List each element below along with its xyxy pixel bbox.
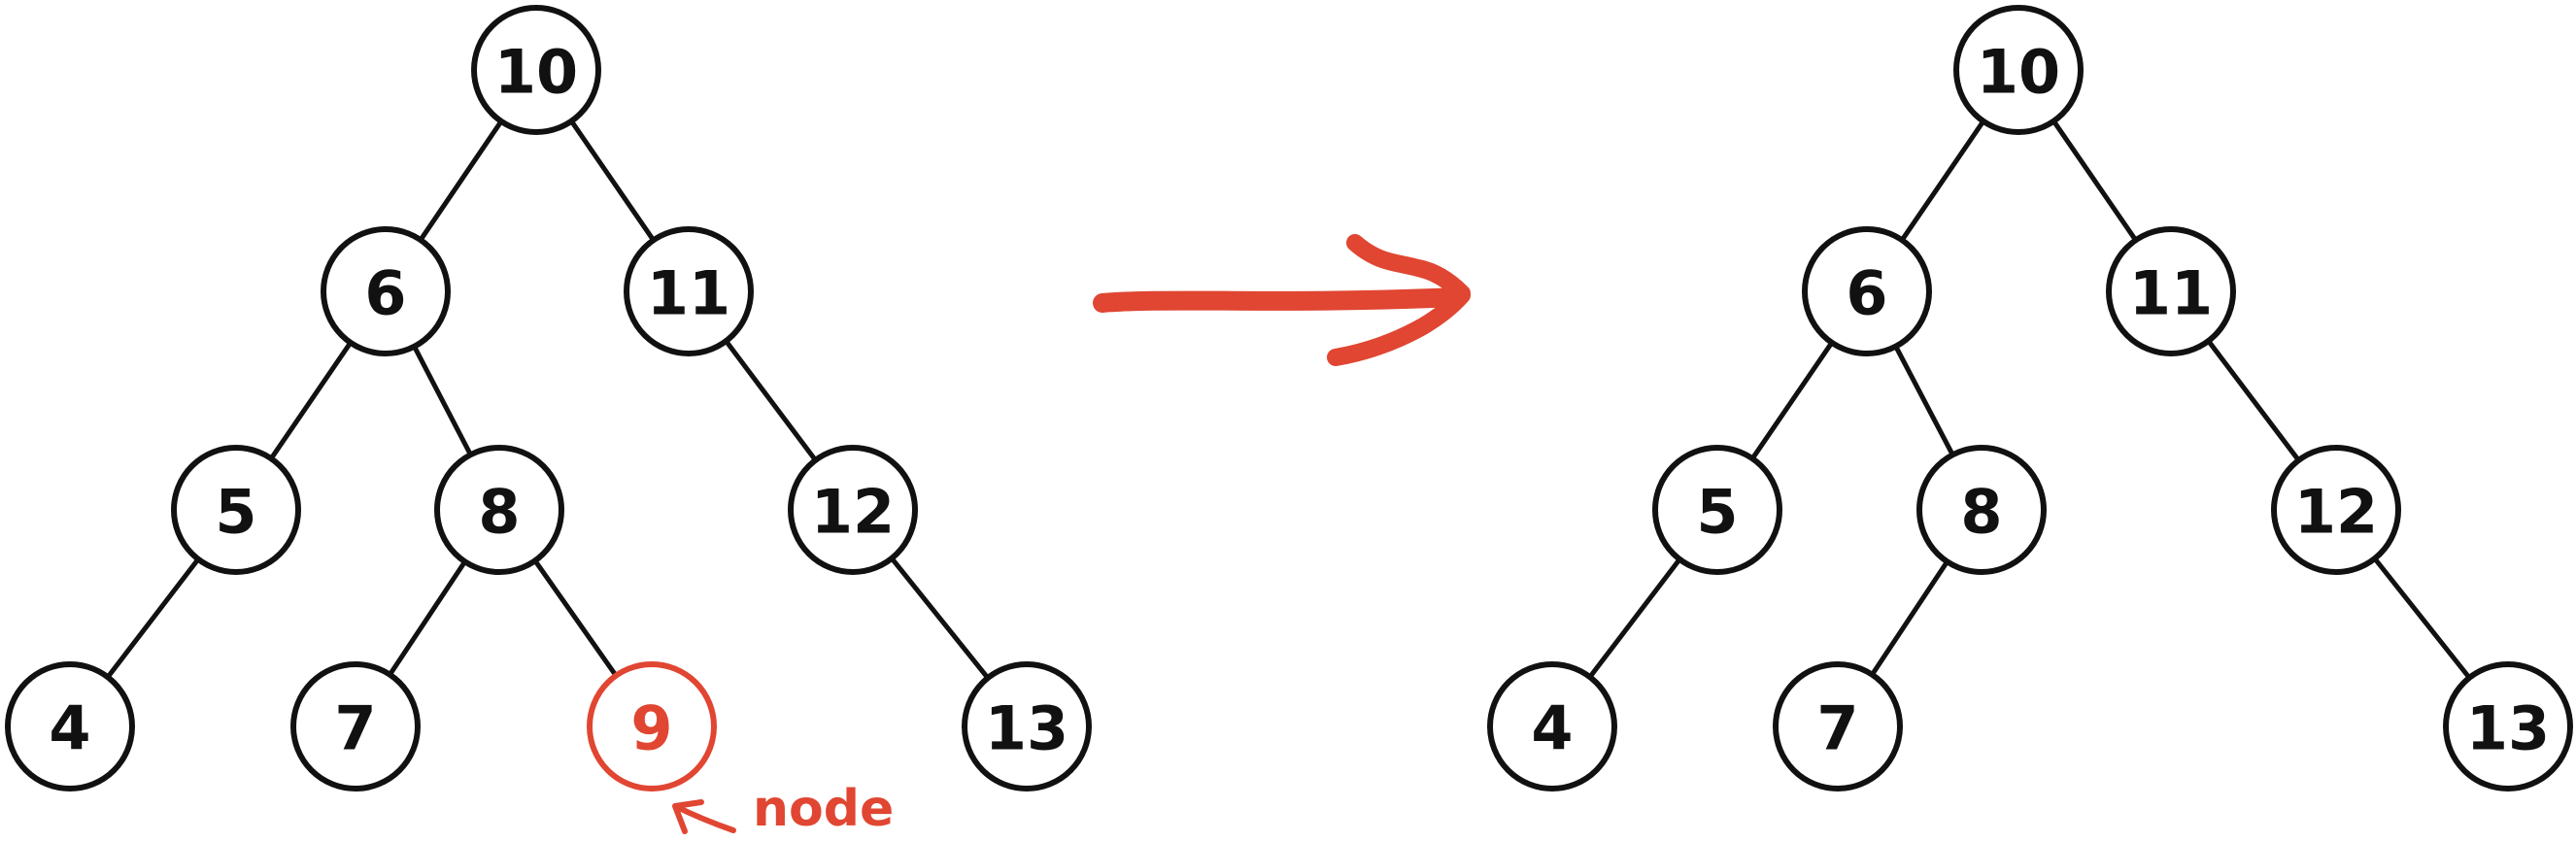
node-label: 10 <box>1977 37 2060 108</box>
node-label: 9 <box>630 693 672 764</box>
after-edge <box>1899 118 1986 243</box>
node-circle <box>290 661 421 791</box>
after-node-13: 13 <box>2443 661 2573 791</box>
transform-arrow <box>1093 234 1471 366</box>
node-circle <box>321 226 451 356</box>
before-node-7: 7 <box>290 661 421 791</box>
after-node-7: 7 <box>1773 661 1903 791</box>
node-label: 5 <box>1696 477 1738 548</box>
node-circle <box>2106 226 2236 356</box>
node-label: 6 <box>1846 258 1887 329</box>
before-edge <box>532 557 619 679</box>
after-edges <box>1587 118 2472 681</box>
after-node-10: 10 <box>1953 5 2084 135</box>
node-annotation: node <box>672 780 894 838</box>
annotation-arrow-icon <box>672 799 736 834</box>
node-label: 10 <box>494 37 578 108</box>
before-nodes: 10 6 11 5 8 12 4 7 9 13 <box>5 5 1092 791</box>
node-circle <box>962 661 1092 791</box>
node-label: 12 <box>2294 477 2378 548</box>
node-circle <box>587 661 717 791</box>
node-label: 12 <box>811 477 895 548</box>
arrow-head-lower <box>1327 286 1471 366</box>
before-node-10: 10 <box>471 5 601 135</box>
before-node-11: 11 <box>624 226 754 356</box>
before-node-13: 13 <box>962 661 1092 791</box>
after-node-11: 11 <box>2106 226 2236 356</box>
after-node-4: 4 <box>1487 661 1617 791</box>
node-label: 6 <box>364 258 406 329</box>
after-node-6: 6 <box>1802 226 1932 356</box>
before-edge <box>387 558 468 678</box>
node-circle <box>171 445 301 575</box>
after-nodes: 10 6 11 5 8 12 4 7 13 <box>1487 5 2573 791</box>
node-label: 11 <box>647 258 730 329</box>
node-circle <box>788 445 918 575</box>
after-node-12: 12 <box>2271 445 2401 575</box>
after-tree: 10 6 11 5 8 12 4 7 13 <box>1487 5 2573 791</box>
node-circle <box>1802 226 1932 356</box>
after-edge <box>2206 338 2301 463</box>
node-circle <box>1916 445 2047 575</box>
after-edge <box>2372 556 2472 681</box>
node-label: 13 <box>2466 693 2550 764</box>
before-edge <box>568 118 657 243</box>
after-edge <box>1869 558 1950 678</box>
before-edge <box>723 338 819 463</box>
before-edge <box>412 344 473 457</box>
before-edges <box>105 118 991 681</box>
after-node-8: 8 <box>1916 445 2047 575</box>
node-label: 5 <box>215 477 256 548</box>
node-circle <box>471 5 601 135</box>
after-node-5: 5 <box>1652 445 1782 575</box>
node-circle <box>1773 661 1903 791</box>
before-node-6: 6 <box>321 226 451 356</box>
node-label: 13 <box>985 693 1068 764</box>
before-node-4: 4 <box>5 661 135 791</box>
node-circle <box>2443 661 2573 791</box>
after-edge <box>1587 556 1682 680</box>
annotation-label: node <box>753 780 894 838</box>
node-circle <box>434 445 564 575</box>
before-edge <box>105 556 201 680</box>
before-node-12: 12 <box>788 445 918 575</box>
after-edge <box>1893 344 1955 457</box>
after-edge <box>2051 118 2139 243</box>
before-edge <box>418 118 504 243</box>
node-label: 4 <box>49 693 90 764</box>
node-circle <box>2271 445 2401 575</box>
before-node-5: 5 <box>171 445 301 575</box>
before-node-9: 9 <box>587 661 717 791</box>
node-label: 7 <box>1816 693 1858 764</box>
node-label: 8 <box>478 477 520 548</box>
node-circle <box>1652 445 1782 575</box>
node-label: 4 <box>1531 693 1573 764</box>
arrow-head-upper <box>1346 234 1471 302</box>
before-tree: 10 6 11 5 8 12 4 7 9 13 <box>5 5 1092 791</box>
node-circle <box>5 661 135 791</box>
node-label: 11 <box>2129 258 2213 329</box>
before-edge <box>268 340 354 461</box>
node-label: 8 <box>1960 477 2002 548</box>
before-edge <box>889 556 991 681</box>
node-label: 7 <box>334 693 376 764</box>
node-circle <box>1487 661 1617 791</box>
arrow-shaft <box>1093 287 1467 313</box>
before-node-8: 8 <box>434 445 564 575</box>
after-edge <box>1749 340 1835 461</box>
node-circle <box>624 226 754 356</box>
node-circle <box>1953 5 2084 135</box>
